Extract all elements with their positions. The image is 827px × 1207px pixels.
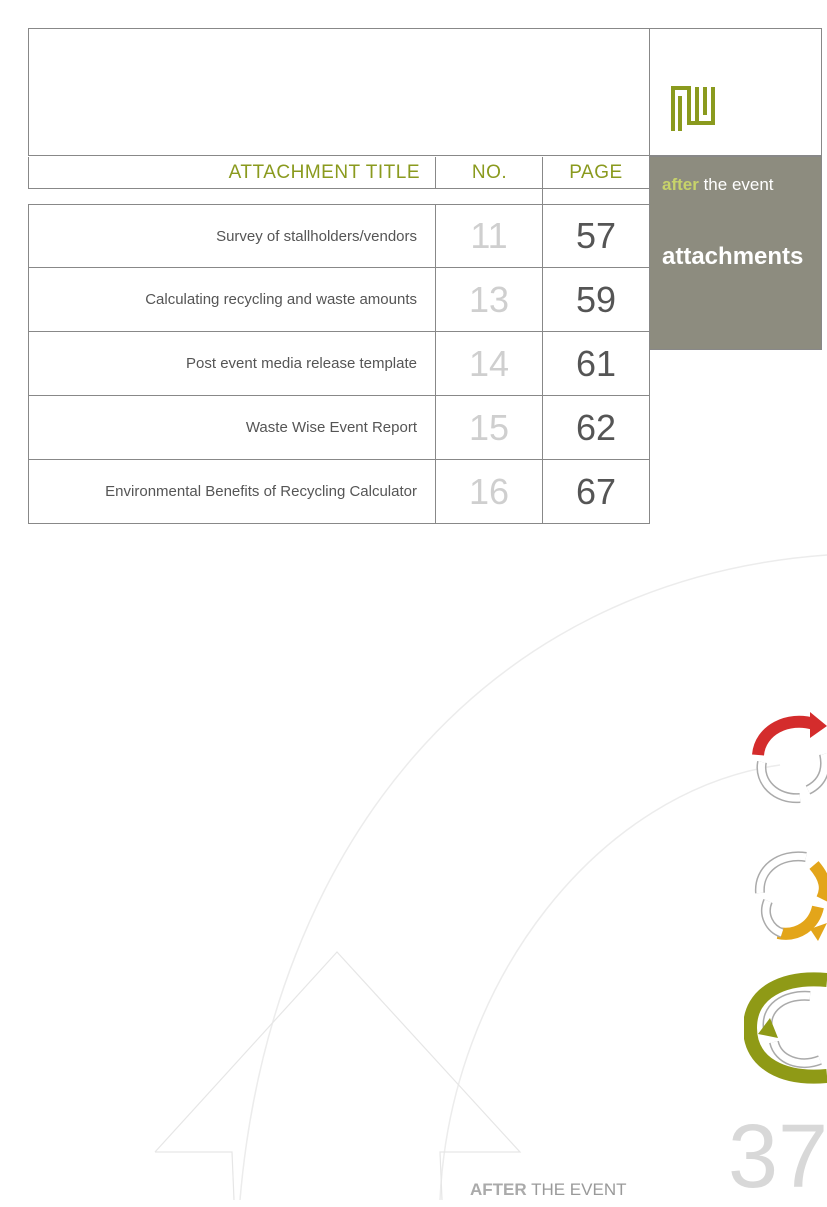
section-panel: after the event attachments (649, 156, 822, 350)
attachments-table: Survey of stallholders/vendors 11 57 Cal… (28, 204, 650, 524)
footer-section-label: AFTER THE EVENT (470, 1180, 627, 1200)
recycle-green-icon (744, 972, 827, 1084)
attachment-title: Survey of stallholders/vendors (29, 205, 436, 267)
attachment-number: 14 (436, 332, 543, 395)
attachment-page: 59 (575, 278, 617, 320)
attachment-number: 13 (436, 268, 543, 331)
attachment-page: 57 (575, 215, 617, 256)
subtitle-highlight: after (662, 175, 699, 194)
logo-box (649, 28, 822, 156)
attachment-page: 61 (575, 342, 617, 384)
footer-label-rest: THE EVENT (526, 1180, 627, 1199)
column-header-title: ATTACHMENT TITLE (28, 157, 436, 189)
divider (542, 189, 543, 204)
header-box (28, 28, 649, 156)
column-header-page: PAGE (542, 157, 650, 189)
table-row: Waste Wise Event Report 15 62 (28, 396, 650, 460)
column-header-no: NO. (435, 157, 543, 189)
table-row: Calculating recycling and waste amounts … (28, 268, 650, 332)
attachment-number: 11 (436, 205, 543, 267)
table-row: Post event media release template 14 61 (28, 332, 650, 396)
attachment-number: 15 (436, 396, 543, 459)
section-title: attachments (662, 243, 804, 270)
attachment-title: Calculating recycling and waste amounts (29, 268, 436, 331)
attachment-number: 16 (436, 460, 543, 523)
logo-mark-icon (671, 86, 715, 131)
attachment-page: 67 (575, 470, 617, 512)
recycle-red-icon (752, 712, 827, 804)
table-row: Environmental Benefits of Recycling Calc… (28, 460, 650, 524)
attachment-title: Waste Wise Event Report (29, 396, 436, 459)
subtitle-rest: the event (698, 175, 774, 194)
recycle-orange-icon (754, 851, 827, 941)
table-row: Survey of stallholders/vendors 11 57 (28, 204, 650, 268)
footer-label-bold: AFTER (470, 1180, 527, 1199)
page-number: 37 (728, 1107, 827, 1207)
attachment-title: Post event media release template (29, 332, 436, 395)
attachment-title: Environmental Benefits of Recycling Calc… (29, 460, 436, 523)
attachment-page: 62 (575, 406, 617, 448)
section-subtitle: after the event (662, 175, 774, 195)
